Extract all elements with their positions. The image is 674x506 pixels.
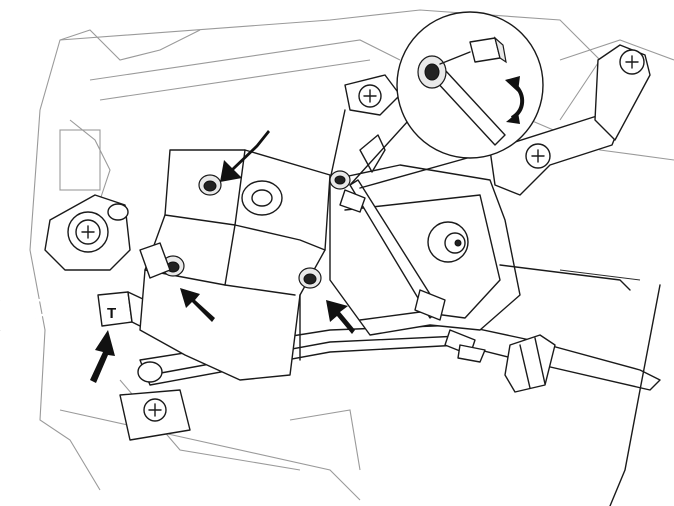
right-lever	[489, 44, 651, 196]
lever-plate	[329, 74, 521, 336]
arrow-icon-middle	[180, 288, 215, 322]
right-cover	[499, 264, 661, 506]
wire-harness	[0, 298, 101, 332]
connector-label: T	[107, 305, 116, 322]
left-bracket	[44, 194, 131, 271]
arrow-icon-right	[326, 300, 355, 334]
actuator-motor	[139, 149, 331, 381]
arrow-icon-top	[220, 130, 270, 182]
magnifier-callout	[349, 11, 544, 189]
lower-bracket	[119, 389, 191, 441]
arrow-icon-bottom	[90, 330, 115, 383]
rotation-arrow-icon	[505, 76, 525, 124]
rail-clip	[457, 334, 556, 393]
